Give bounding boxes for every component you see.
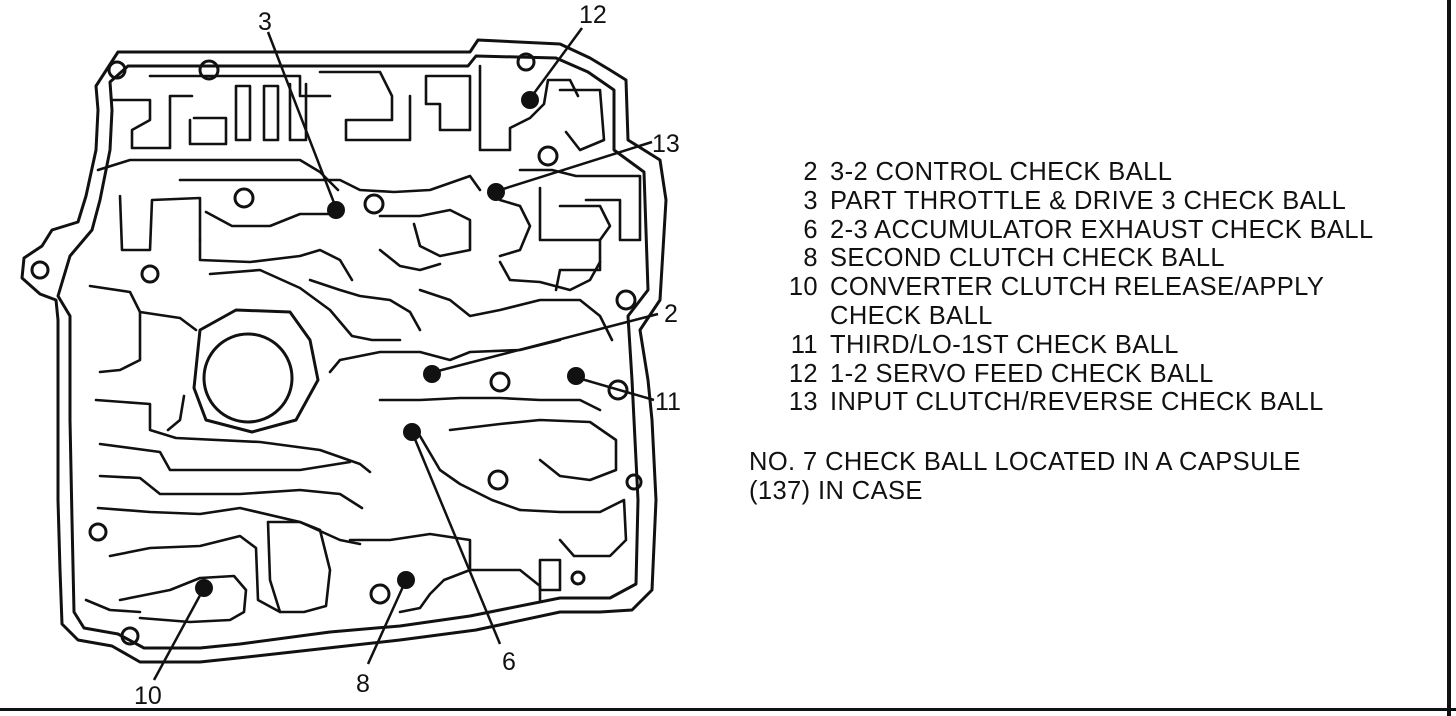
check-ball-13 (487, 183, 505, 201)
mount-hole (363, 193, 385, 215)
leader-line-12 (530, 27, 584, 97)
legend-description: SECOND CLUTCH CHECK BALL (830, 244, 1226, 273)
legend-row: CHECK BALL (762, 302, 1442, 331)
legend-description: PART THROTTLE & DRIVE 3 CHECK BALL (830, 186, 1347, 215)
legend-description: CHECK BALL (830, 301, 993, 330)
legend-number: 13 (788, 388, 818, 417)
leader-line-11 (577, 376, 655, 402)
fluid-passages (84, 64, 642, 624)
mount-hole (615, 289, 637, 311)
legend-number: 3 (803, 186, 818, 215)
legend-row: 12 1-2 SERVO FEED CHECK BALL (762, 360, 1442, 389)
legend-row: 3 PART THROTTLE & DRIVE 3 CHECK BALL (762, 187, 1442, 216)
legend-number: 6 (803, 215, 818, 244)
legend-row: 10 CONVERTER CLUTCH RELEASE/APPLY (762, 273, 1442, 302)
capsule-note: NO. 7 CHECK BALL LOCATED IN A CAPSULE (1… (749, 448, 1429, 505)
callout-12: 12 (579, 1, 607, 29)
legend-description: 1-2 SERVO FEED CHECK BALL (830, 359, 1214, 388)
mount-hole (107, 60, 127, 80)
mount-hole (489, 371, 511, 393)
mount-hole (30, 260, 50, 280)
check-ball-legend: 2 3-2 CONTROL CHECK BALL 3 PART THROTTLE & … (762, 158, 1442, 417)
mount-hole (625, 473, 643, 491)
callout-6: 6 (502, 648, 516, 676)
callout-3: 3 (258, 8, 272, 36)
leader-line-2 (433, 312, 659, 374)
bore-surround (192, 308, 320, 434)
bottom-border (0, 708, 1456, 711)
leader-line-6 (410, 431, 502, 645)
legend-description: 2-3 ACCUMULATOR EXHAUST CHECK BALL (830, 215, 1374, 244)
mount-hole (198, 59, 220, 81)
check-ball-11 (567, 367, 585, 385)
callout-10: 10 (134, 682, 162, 710)
plate-outline (20, 38, 668, 664)
main-bore (202, 332, 294, 424)
mount-hole (607, 379, 629, 401)
legend-number: 2 (803, 158, 818, 186)
legend-row: 8 SECOND CLUTCH CHECK BALL (762, 244, 1442, 273)
legend-description: INPUT CLUTCH/REVERSE CHECK BALL (830, 388, 1324, 417)
mount-hole (570, 570, 586, 586)
legend-number: 10 (788, 273, 818, 302)
mount-hole (140, 264, 160, 284)
mount-hole (88, 522, 108, 542)
legend-description: 3-2 CONTROL CHECK BALL (830, 158, 1173, 186)
mount-hole (369, 583, 391, 605)
legend-number: 8 (803, 244, 818, 273)
legend-row: 6 2-3 ACCUMULATOR EXHAUST CHECK BALL (762, 216, 1442, 245)
legend-row: 11 THIRD/LO-1ST CHECK BALL (762, 331, 1442, 360)
leader-line-10 (152, 587, 206, 681)
callout-8: 8 (356, 670, 370, 698)
mount-hole (233, 187, 255, 209)
note-line-1: NO. 7 CHECK BALL LOCATED IN A CAPSULE (749, 448, 1301, 476)
legend-row: 2 3-2 CONTROL CHECK BALL (762, 158, 1442, 187)
legend-row: 13 INPUT CLUTCH/REVERSE CHECK BALL (762, 388, 1442, 417)
leader-line-3 (266, 31, 338, 209)
legend-number: 11 (790, 330, 818, 359)
mount-hole (120, 626, 140, 646)
callout-11: 11 (655, 388, 681, 416)
right-border (1447, 0, 1451, 716)
legend-number (762, 302, 830, 331)
check-ball-2 (423, 365, 441, 383)
callout-13: 13 (652, 130, 680, 158)
plate-inner-outline (56, 54, 650, 650)
legend-number: 12 (788, 359, 818, 388)
check-ball-3 (327, 201, 345, 219)
legend-description: THIRD/LO-1ST CHECK BALL (830, 330, 1179, 359)
mount-hole (537, 145, 559, 167)
legend-description: CONVERTER CLUTCH RELEASE/APPLY (830, 273, 1325, 302)
note-line-2: (137) IN CASE (749, 476, 923, 505)
leader-line-8 (366, 579, 408, 665)
mount-hole (516, 52, 536, 72)
callout-2: 2 (664, 300, 678, 328)
check-ball-12 (521, 91, 539, 109)
leader-line-13 (499, 140, 653, 192)
mount-hole (487, 469, 509, 491)
